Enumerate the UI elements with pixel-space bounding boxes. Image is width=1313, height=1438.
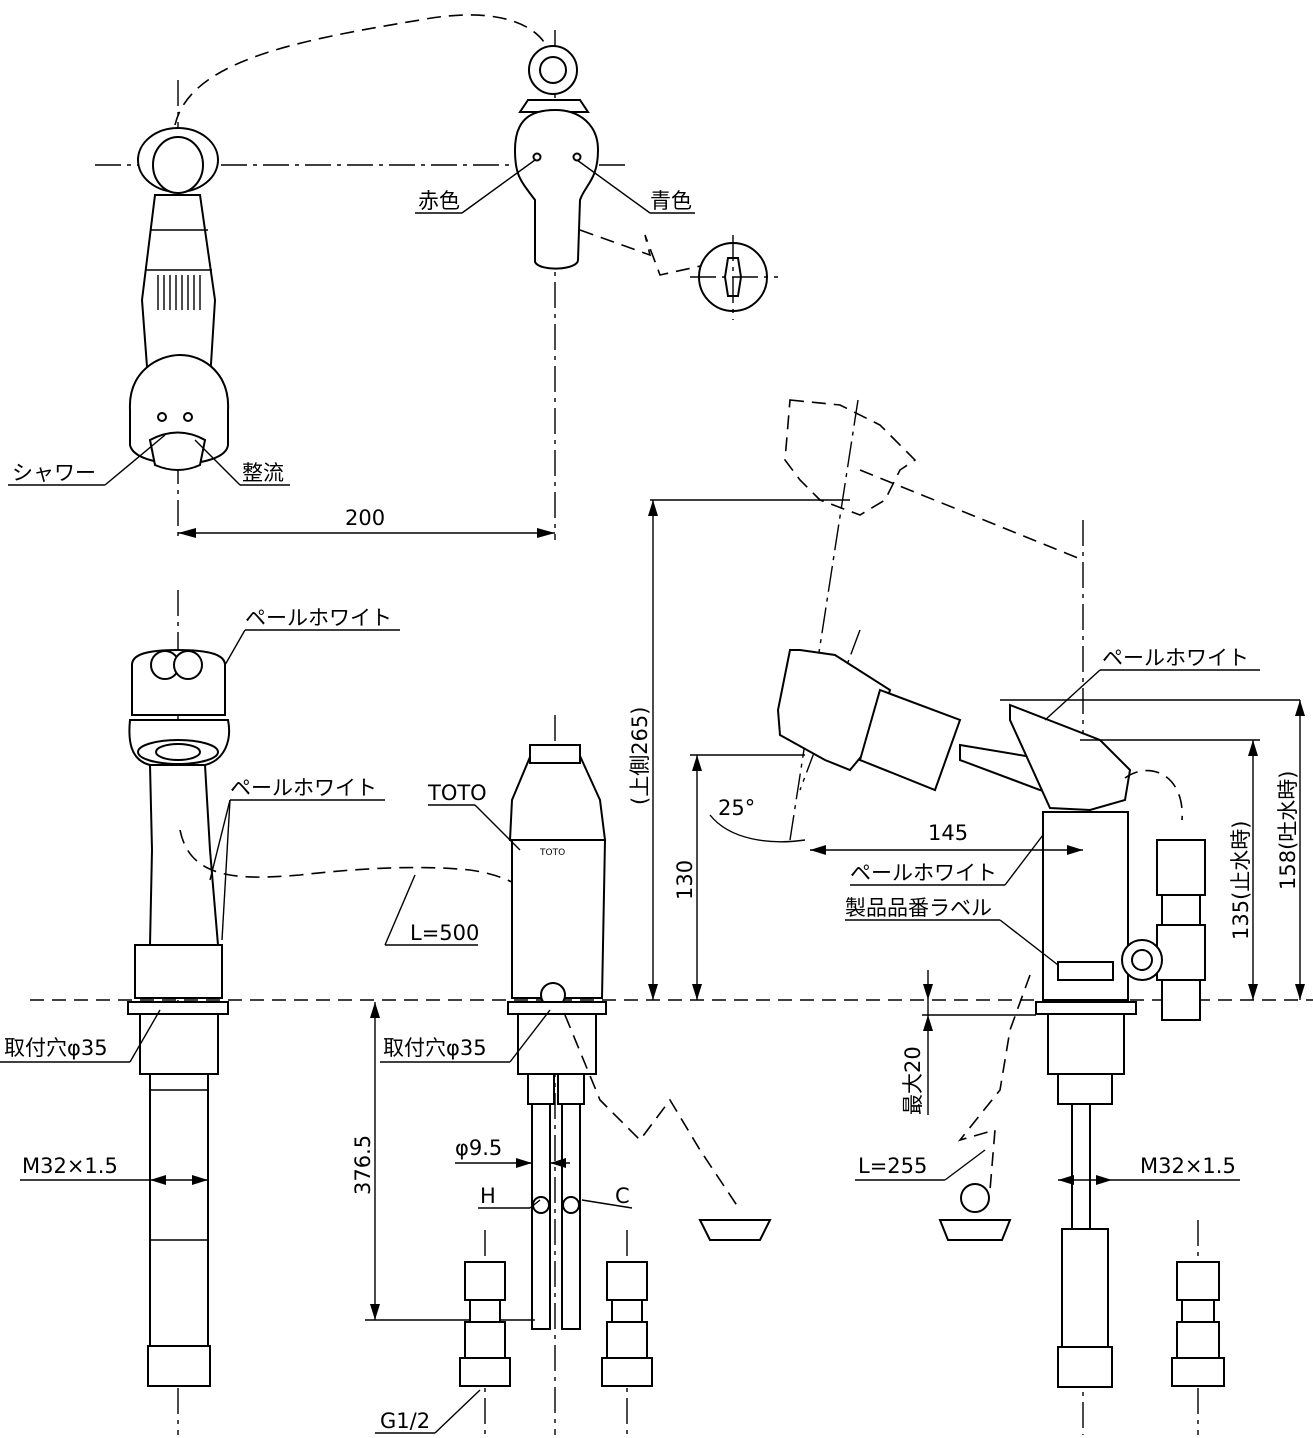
mount-hole-left: 取付穴φ35 — [4, 1036, 108, 1060]
pearl-white-2: ペールホワイト — [230, 776, 377, 800]
dimension-200: 200 — [178, 506, 555, 538]
chain-length: L=255 — [858, 1154, 927, 1178]
red-label: 赤色 — [418, 189, 460, 213]
mount-hole-center: 取付穴φ35 — [383, 1036, 487, 1060]
thread-left: M32×1.5 — [22, 1154, 118, 1178]
inlet-valve-left — [459, 1230, 511, 1435]
blue-label: 青色 — [650, 189, 692, 213]
dim-376-5: 376.5 — [351, 1135, 375, 1195]
top-view-shower-head: シャワー 整流 — [8, 14, 625, 540]
pipe-diameter: φ9.5 — [455, 1136, 502, 1160]
product-label: 製品品番ラベル — [845, 896, 992, 920]
hose-length: L=500 — [410, 921, 479, 945]
dim-265: (上側265) — [628, 707, 652, 805]
pearl-white-4: ペールホワイト — [850, 861, 997, 885]
cold-label: C — [615, 1184, 630, 1208]
spout-mark: TOTO — [539, 848, 565, 858]
knurl-lines — [157, 275, 201, 310]
pearl-white-3: ペールホワイト — [1102, 646, 1249, 670]
dim-130: 130 — [673, 860, 697, 900]
front-view-left: ペールホワイト ペールホワイト 取付穴φ35 M32×1.5 — [0, 590, 554, 1435]
toto-label: TOTO — [427, 781, 487, 805]
side-view-right: 145 (上側265) 130 25° 135(止水時) 158(吐水時) 最大… — [628, 399, 1305, 1435]
dim-25deg: 25° — [718, 796, 755, 820]
dim-max20: 最大20 — [901, 1046, 925, 1115]
pearl-white-1: ペールホワイト — [245, 606, 392, 630]
dim-200: 200 — [345, 506, 385, 530]
dim-145: 145 — [928, 821, 968, 845]
shower-label: シャワー — [12, 461, 96, 485]
inlet-valve-right — [601, 1230, 653, 1435]
top-view-lever: 赤色 青色 — [415, 30, 778, 540]
dim-135: 135(止水時) — [1229, 821, 1253, 940]
hot-label: H — [480, 1184, 496, 1208]
inlet-thread: G1/2 — [380, 1409, 430, 1433]
thread-right: M32×1.5 — [1140, 1154, 1236, 1178]
front-view-center: TOTO TOTO L=500 取付穴φ35 φ9.5 H C — [351, 715, 772, 1435]
laminar-label: 整流 — [242, 461, 284, 485]
dim-158: 158(吐水時) — [1276, 771, 1300, 890]
